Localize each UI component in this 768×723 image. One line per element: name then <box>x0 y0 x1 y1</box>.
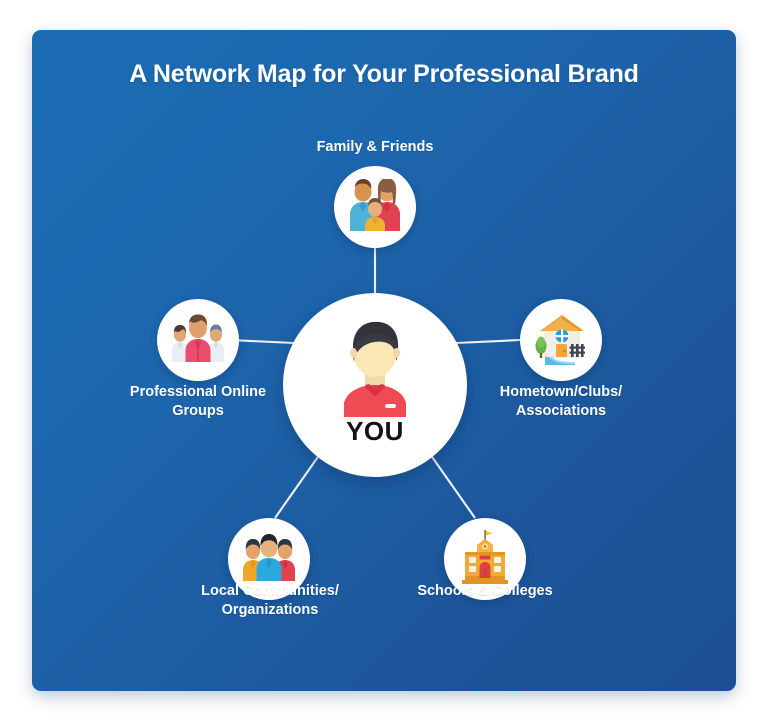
node-schools-colleges[interactable] <box>444 518 526 600</box>
family-group-icon <box>346 177 404 236</box>
node-family-friends[interactable] <box>334 166 416 248</box>
page-title: A Network Map for Your Professional Bran… <box>129 60 639 88</box>
connector-schools-colleges <box>429 453 476 519</box>
label-family-friends: Family & Friends <box>316 139 434 155</box>
center-node-you[interactable]: YOU <box>283 293 467 477</box>
label-professional-online-groups: Professional Online Groups <box>129 384 267 419</box>
connector-local-communities <box>274 453 321 519</box>
person-avatar-icon <box>327 313 423 422</box>
node-hometown-clubs-associations[interactable] <box>520 299 602 381</box>
three-people-icon <box>240 533 298 586</box>
connector-lines <box>229 248 521 519</box>
node-local-communities-organizations[interactable] <box>228 518 310 600</box>
network-map-card: A Network Map for Your Professional Bran… <box>32 30 736 691</box>
label-hometown-clubs-associations: Hometown/Clubs/ Associations <box>499 384 623 419</box>
school-building-icon <box>456 529 514 589</box>
people-group-icon <box>169 314 227 367</box>
label-schools-colleges: Schools & Colleges <box>417 583 553 599</box>
connector-hometown-clubs <box>455 338 521 345</box>
label-local-communities-organizations: Local Communities/ Organizations <box>201 583 339 618</box>
house-icon <box>531 311 591 370</box>
connector-professional-online-groups <box>229 338 295 345</box>
node-professional-online-groups[interactable] <box>157 299 239 381</box>
center-node-label: YOU <box>346 416 404 446</box>
